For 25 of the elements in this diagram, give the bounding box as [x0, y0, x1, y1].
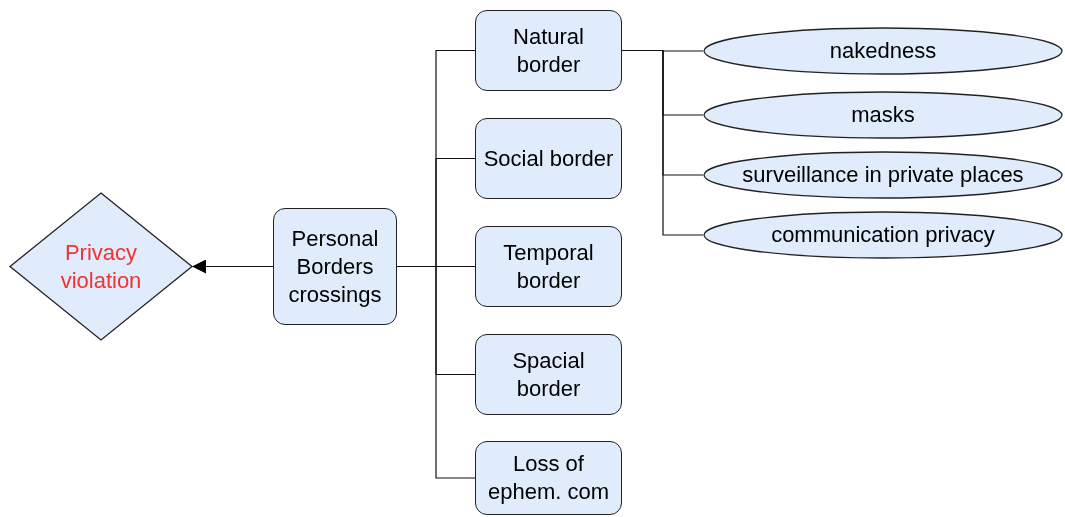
node-label: Privacy violation — [59, 238, 143, 295]
node-label: nakedness — [829, 37, 937, 65]
process-box — [475, 334, 622, 415]
topic-ellipse — [703, 211, 1063, 259]
node-label: Spacial border — [511, 346, 586, 403]
node-label: Personal Borders crossings — [287, 224, 383, 309]
process-box — [475, 226, 622, 307]
node-label: Social border — [483, 144, 614, 173]
process-box — [475, 441, 622, 515]
process-box — [475, 10, 622, 91]
process-box — [475, 118, 622, 199]
process-box — [273, 208, 397, 325]
node-label: communication privacy — [771, 221, 995, 249]
node-label: masks — [851, 101, 915, 129]
topic-ellipse — [703, 91, 1063, 139]
decision-diamond — [10, 193, 192, 340]
arrow — [191, 259, 274, 274]
connector-line — [396, 265, 476, 479]
node-label: Temporal border — [502, 238, 595, 295]
topic-ellipse — [703, 27, 1063, 75]
node-label: Natural border — [512, 22, 585, 79]
node-label: surveillance in private places — [742, 161, 1024, 189]
node-label: Loss of ephem. com — [486, 450, 611, 506]
connector-line — [621, 49, 704, 236]
topic-ellipse — [703, 151, 1063, 199]
